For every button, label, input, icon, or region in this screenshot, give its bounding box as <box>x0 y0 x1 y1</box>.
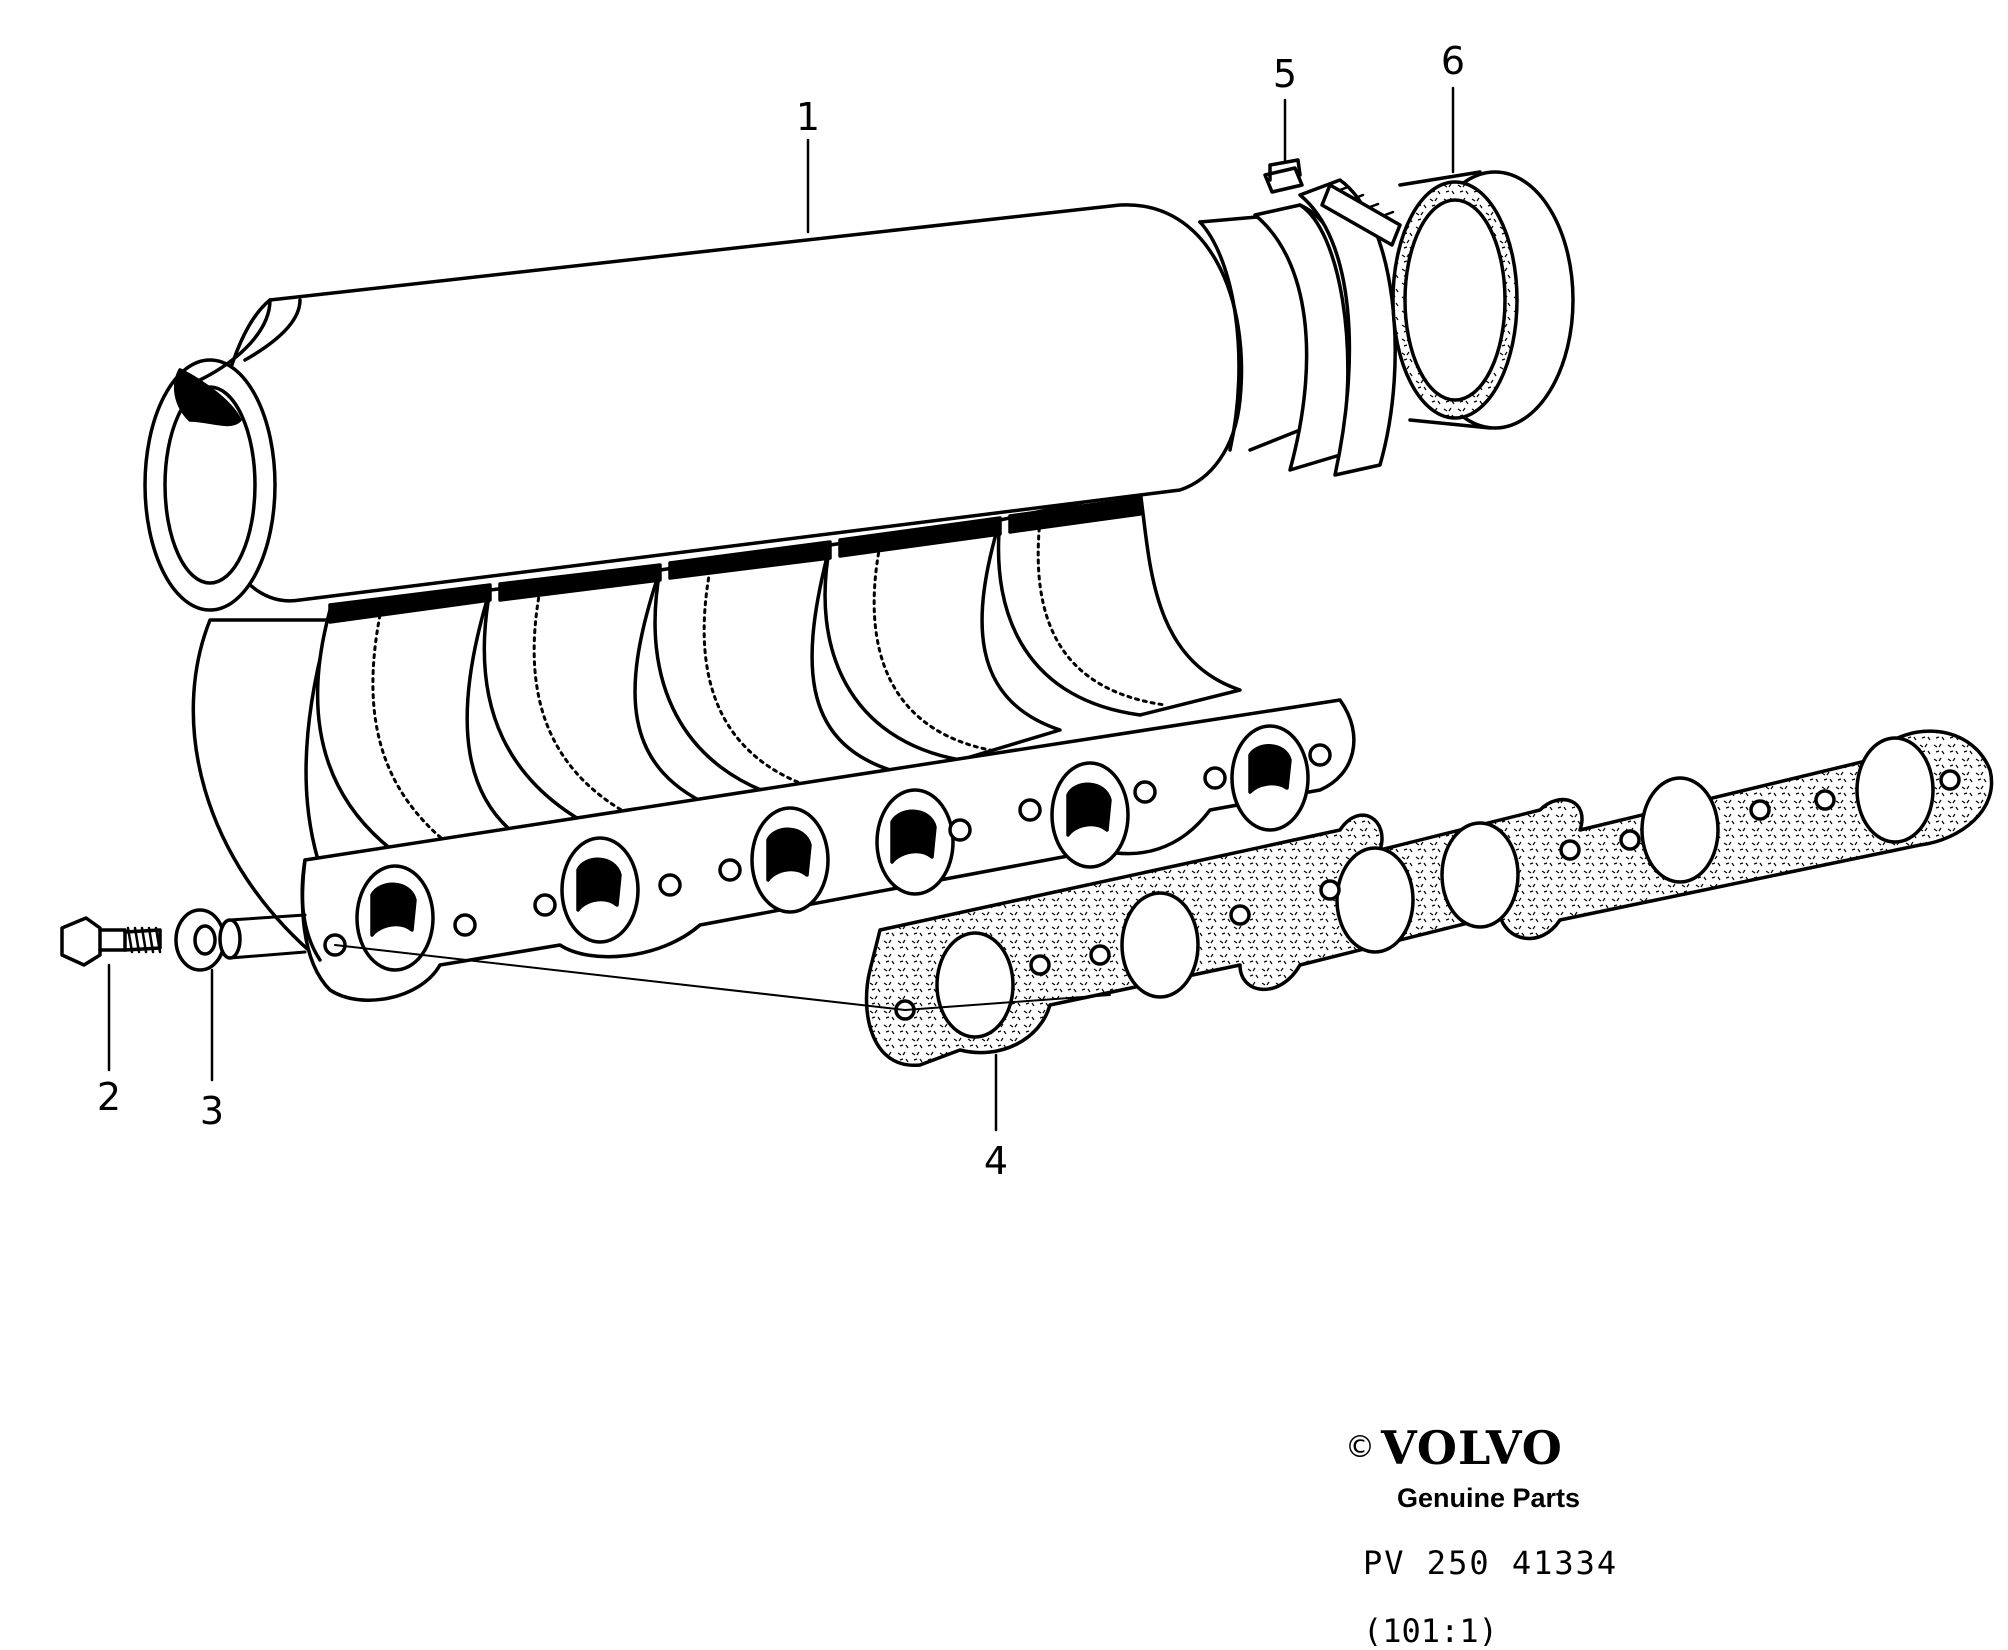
flange-bolt-holes <box>323 743 1332 957</box>
brand-logo: VOLVO <box>1381 1421 1563 1475</box>
callout-2: 2 <box>96 1075 122 1119</box>
flange-ports <box>355 724 1310 972</box>
sealing-ring <box>1391 170 1575 430</box>
manifold-runners <box>191 488 1242 962</box>
washer <box>174 908 226 972</box>
callout-6: 6 <box>1440 39 1466 83</box>
manifold-flange <box>300 698 1356 1002</box>
callout-1: 1 <box>795 95 821 139</box>
brand-row: © VOLVO <box>1345 1425 1675 1471</box>
callout-5: 5 <box>1272 52 1298 96</box>
manifold-gasket <box>864 729 1994 1067</box>
callout-4: 4 <box>983 1139 1009 1183</box>
document-number: PV 250 41334 <box>1363 1544 1619 1582</box>
parts-catalog-footer: © VOLVO Genuine Parts PV 250 41334 (101:… <box>1345 1425 1675 1650</box>
hose-clamp <box>1263 158 1402 477</box>
brand-tagline: Genuine Parts <box>1397 1483 1581 1513</box>
copyright-symbol: © <box>1345 1430 1375 1465</box>
manifold-plenum <box>143 203 1320 612</box>
callout-3: 3 <box>199 1089 225 1133</box>
document-reference: (101:1) <box>1363 1612 1498 1650</box>
leader-lines <box>107 86 1455 1132</box>
bolt <box>60 916 162 967</box>
